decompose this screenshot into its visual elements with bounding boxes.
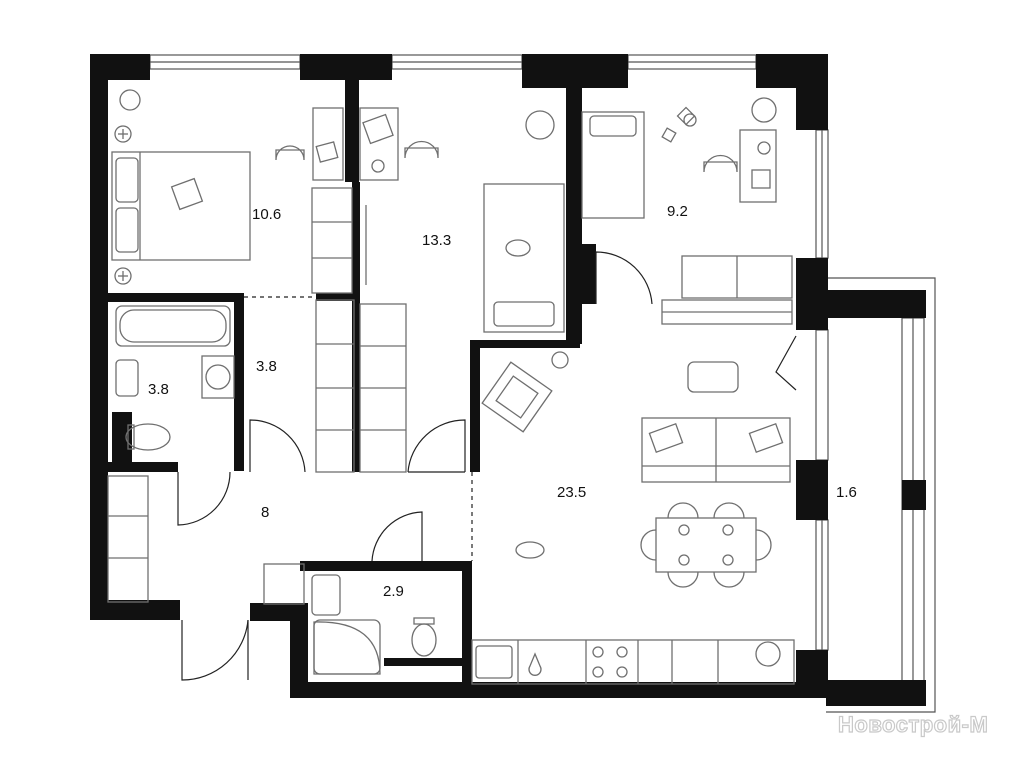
- watermark: Новострой-М: [838, 712, 988, 737]
- area-labels: 10.6 13.3 9.2 3.8 3.8 8 2.9 23.5 1.6: [148, 203, 857, 600]
- area-label-study: 13.3: [422, 232, 451, 249]
- bed: [111, 151, 251, 261]
- area-label-hallway: 8: [261, 504, 269, 521]
- doors: [177, 251, 797, 681]
- area-label-living-kitchen: 23.5: [557, 484, 586, 501]
- area-label-wardrobe: 3.8: [256, 358, 277, 375]
- area-label-bathroom: 3.8: [148, 381, 169, 398]
- walls: [90, 54, 926, 706]
- area-label-bedroom: 10.6: [252, 206, 281, 223]
- windows: [149, 54, 829, 651]
- area-label-balcony: 1.6: [836, 484, 857, 501]
- area-label-kids-room: 9.2: [667, 203, 688, 220]
- area-label-wc: 2.9: [383, 583, 404, 600]
- furniture: [107, 89, 795, 685]
